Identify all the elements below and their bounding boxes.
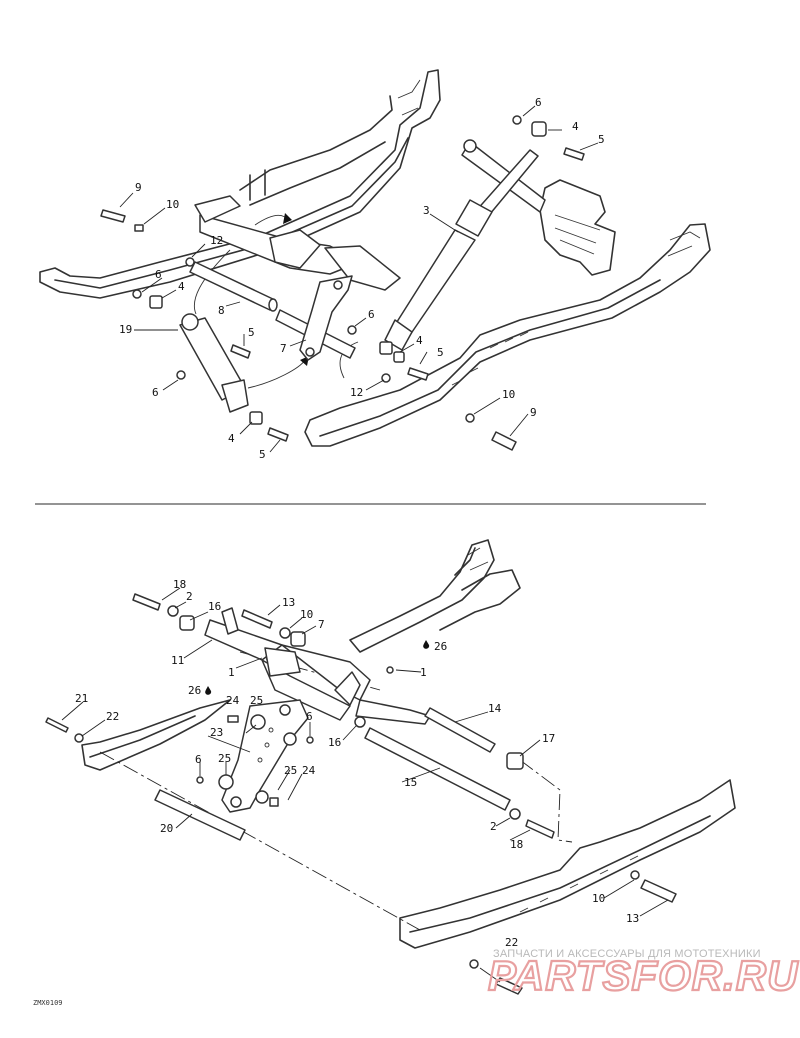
callout-6: 6 [368,308,375,321]
callout-6: 6 [195,753,202,766]
callout-10: 10 [592,892,605,905]
callout-5: 5 [437,346,444,359]
callout-6: 6 [306,710,313,723]
callout-24: 24 [226,694,240,707]
callout-23: 23 [210,726,223,739]
watermark-logo: PARTSFOR.RU [488,952,799,999]
hardware-top [100,115,585,451]
callouts-bottom: 18 2 16 13 10 7 11 1 26 1 26 21 22 24 25… [75,578,639,949]
callout-10: 10 [166,198,179,211]
callout-13: 13 [626,912,639,925]
callout-4: 4 [572,120,579,133]
callout-5: 5 [248,326,255,339]
callout-16: 16 [208,600,221,613]
callout-6: 6 [152,386,159,399]
top-assembly: 6 4 5 3 9 10 12 6 4 8 19 5 7 6 4 5 6 12 … [39,69,711,461]
callout-22: 22 [106,710,119,723]
drawing-code: ZMX0109 [33,999,63,1007]
callout-16: 16 [328,736,341,749]
callout-13: 13 [282,596,295,609]
callout-7: 7 [280,342,287,355]
callout-15: 15 [404,776,417,789]
callout-25: 25 [250,694,263,707]
callout-17: 17 [542,732,555,745]
callout-22: 22 [505,936,518,949]
callout-21: 21 [75,692,88,705]
callout-24: 24 [302,764,316,777]
callout-18: 18 [173,578,186,591]
callout-19: 19 [119,323,132,336]
callout-25: 25 [284,764,297,777]
callout-5: 5 [598,133,605,146]
callout-7: 7 [318,618,325,631]
watermark: ЗАПЧАСТИ И АКСЕССУАРЫ ДЛЯ МОТОТЕХНИКИ PA… [487,948,799,1000]
callout-9: 9 [530,406,537,419]
callout-10: 10 [300,608,313,621]
callout-4: 4 [228,432,235,445]
hardware-bottom [45,593,677,995]
bottom-assembly: 18 2 16 13 10 7 11 1 26 1 26 21 22 24 25… [45,539,736,995]
callout-4: 4 [416,334,423,347]
callout-3: 3 [423,204,430,217]
callout-1: 1 [420,666,427,679]
callout-2: 2 [490,820,497,833]
leaders-top [119,105,599,453]
callout-25: 25 [218,752,231,765]
callout-18: 18 [510,838,523,851]
lubricant-drop-icon [205,686,212,695]
watermark-tagline: ЗАПЧАСТИ И АКСЕССУАРЫ ДЛЯ МОТОТЕХНИКИ [493,948,761,960]
callout-4: 4 [178,280,185,293]
callout-6: 6 [535,96,542,109]
callout-5: 5 [259,448,266,461]
callout-26: 26 [188,684,201,697]
callout-2: 2 [186,590,193,603]
callout-6: 6 [155,268,162,281]
callout-26: 26 [434,640,447,653]
leaders-bottom [61,587,669,983]
callout-12: 12 [210,234,223,247]
lubricant-drop-icon [423,640,430,649]
callout-8: 8 [218,304,225,317]
callouts-top: 6 4 5 3 9 10 12 6 4 8 19 5 7 6 4 5 6 12 … [119,96,605,461]
callout-14: 14 [488,702,502,715]
callout-20: 20 [160,822,173,835]
callout-11: 11 [171,654,184,667]
callout-9: 9 [135,181,142,194]
callout-1: 1 [228,666,235,679]
callout-12: 12 [350,386,363,399]
callout-10: 10 [502,388,515,401]
